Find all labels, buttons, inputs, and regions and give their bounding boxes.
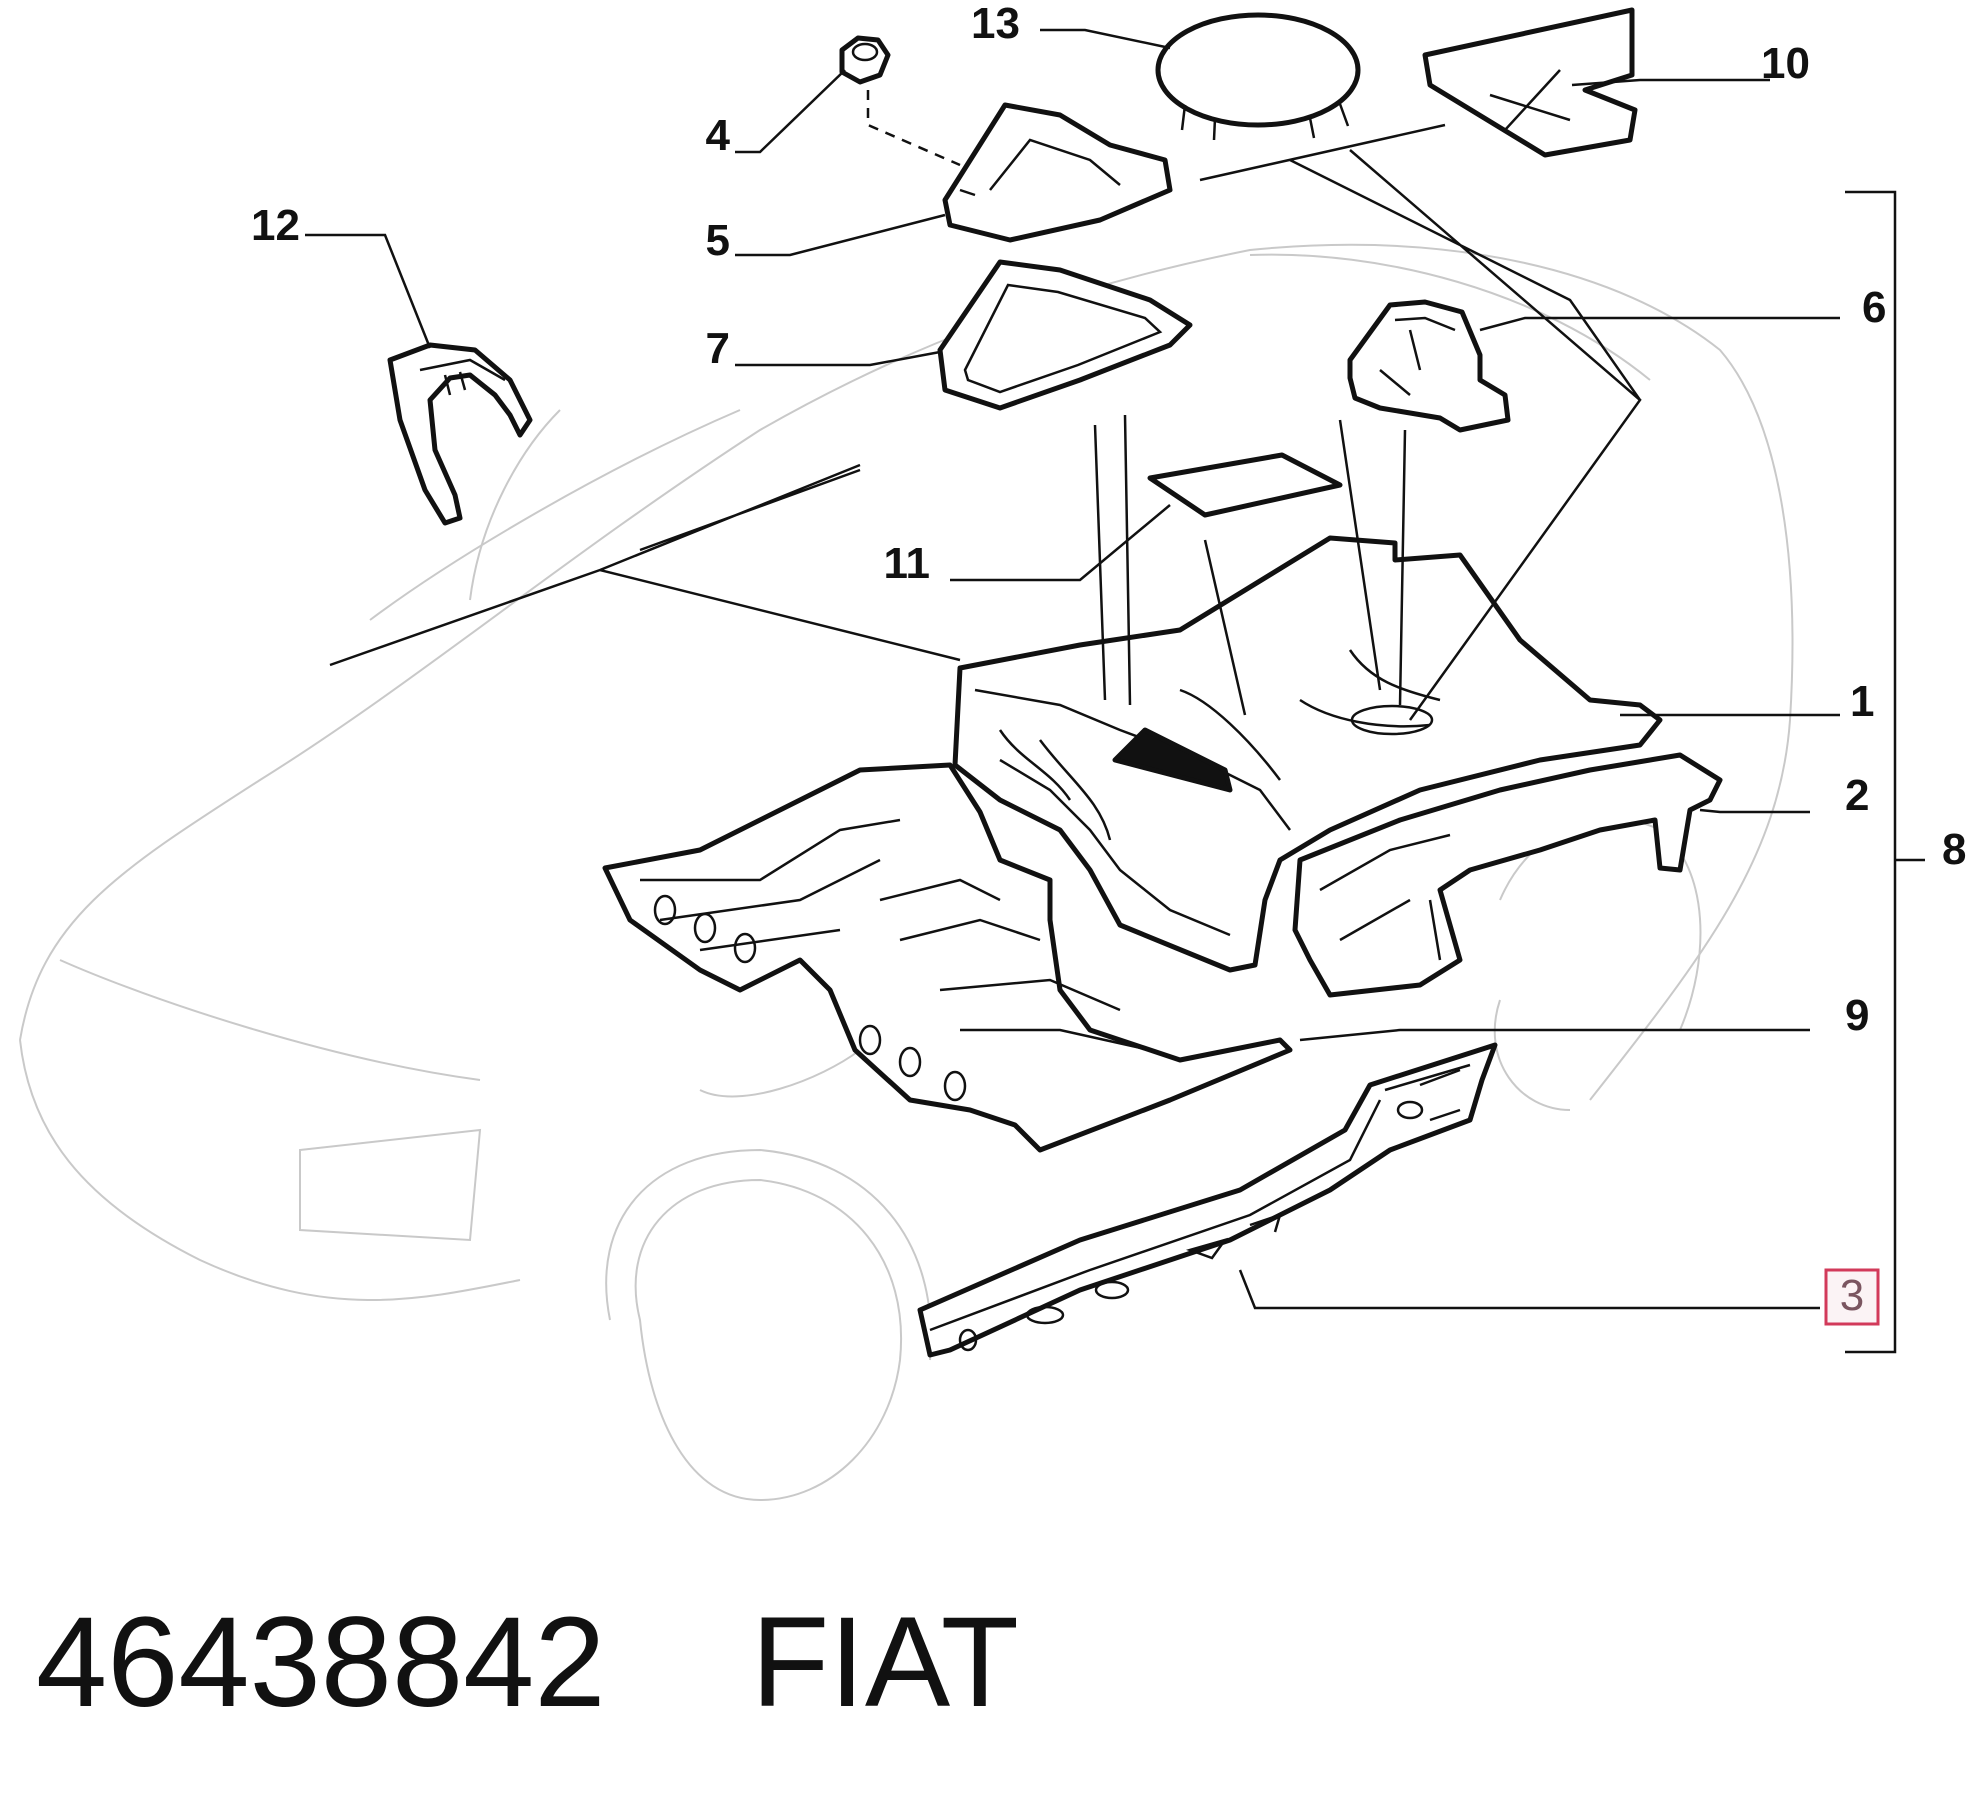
callout-1[interactable]: 1 — [1850, 677, 1874, 726]
callout-11[interactable]: 11 — [883, 539, 930, 588]
part-3-sill — [917, 1042, 1498, 1358]
part-4-nut — [839, 35, 891, 85]
callout-12[interactable]: 12 — [251, 201, 300, 250]
callout-9[interactable]: 9 — [1845, 991, 1869, 1040]
callout-labels: 13 10 4 12 5 6 7 11 1 2 8 9 3 — [251, 0, 1966, 1320]
part-10-bracket — [1422, 7, 1638, 158]
part-9-front-floor — [602, 762, 1293, 1153]
callout-7[interactable]: 7 — [706, 324, 730, 373]
part-1-rear-floor — [952, 535, 1663, 973]
part-caption: 46438842 FIAT — [36, 1588, 1019, 1738]
brand-name: FIAT — [751, 1591, 1019, 1734]
leader-lines — [305, 28, 1925, 1354]
callout-4[interactable]: 4 — [706, 111, 731, 160]
part-6-mount — [1347, 299, 1511, 433]
part-11-pad — [1147, 452, 1343, 518]
callout-13[interactable]: 13 — [971, 0, 1020, 48]
highlight-box-callout-3 — [1824, 1268, 1880, 1326]
part-2-side-member — [1292, 752, 1723, 998]
callout-8[interactable]: 8 — [1942, 825, 1966, 874]
part-5-cover — [942, 102, 1173, 243]
callout-2[interactable]: 2 — [1845, 771, 1869, 820]
callout-3[interactable]: 3 — [1840, 1271, 1864, 1320]
part-number: 46438842 — [36, 1591, 606, 1734]
callout-5[interactable]: 5 — [706, 216, 730, 265]
part-7-gasket — [937, 259, 1193, 411]
part-12-ubracket — [387, 342, 533, 526]
callout-10[interactable]: 10 — [1761, 39, 1810, 88]
part-13-cap — [1155, 12, 1361, 141]
car-outline — [19, 243, 1794, 1502]
exploded-parts-diagram: 13 10 4 12 5 6 7 11 1 2 8 9 3 — [19, 0, 1966, 1502]
callout-6[interactable]: 6 — [1862, 283, 1886, 332]
